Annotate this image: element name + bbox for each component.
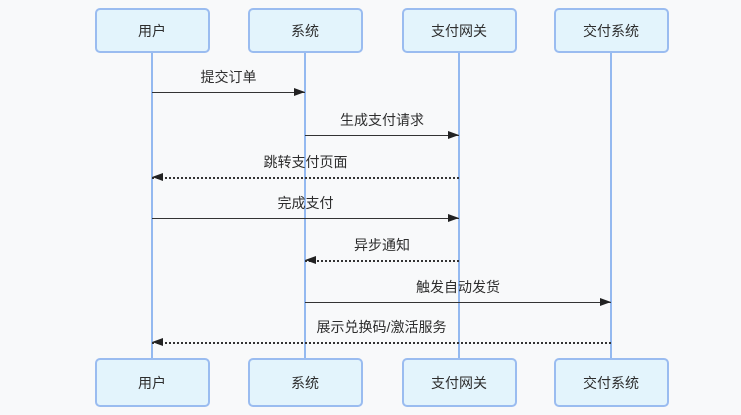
- message-label: 跳转支付页面: [263, 154, 348, 171]
- message-arrowhead-icon: [294, 88, 305, 96]
- message-arrowhead-icon: [305, 256, 316, 264]
- message-line: [305, 302, 611, 303]
- lifeline: [458, 53, 460, 358]
- message-arrowhead-icon: [152, 173, 163, 181]
- lifeline: [304, 53, 306, 358]
- actor-box-top: 支付网关: [401, 8, 517, 53]
- message-label: 生成支付请求: [340, 112, 424, 129]
- message-label: 触发自动发货: [416, 279, 500, 296]
- message-line: [305, 260, 459, 262]
- message-line: [152, 342, 611, 344]
- message-label: 完成支付: [277, 195, 334, 212]
- actor-box-bottom: 系统: [247, 358, 363, 407]
- message-line: [305, 135, 459, 136]
- message-line: [152, 92, 305, 93]
- message-label: 展示兑换码/激活服务: [316, 319, 447, 336]
- message-label: 异步通知: [354, 237, 410, 254]
- actor-box-bottom: 支付网关: [401, 358, 517, 407]
- actor-box-bottom: 交付系统: [553, 358, 669, 407]
- actor-box-top: 系统: [247, 8, 363, 53]
- message-arrowhead-icon: [448, 214, 459, 222]
- actor-box-top: 用户: [94, 8, 210, 53]
- lifeline: [610, 53, 612, 358]
- message-line: [152, 218, 459, 219]
- message-line: [152, 177, 459, 179]
- actor-box-top: 交付系统: [553, 8, 669, 53]
- message-arrowhead-icon: [152, 338, 163, 346]
- actor-box-bottom: 用户: [94, 358, 210, 407]
- lifeline: [151, 53, 153, 358]
- message-arrowhead-icon: [600, 298, 611, 306]
- message-arrowhead-icon: [448, 131, 459, 139]
- message-label: 提交订单: [200, 69, 257, 86]
